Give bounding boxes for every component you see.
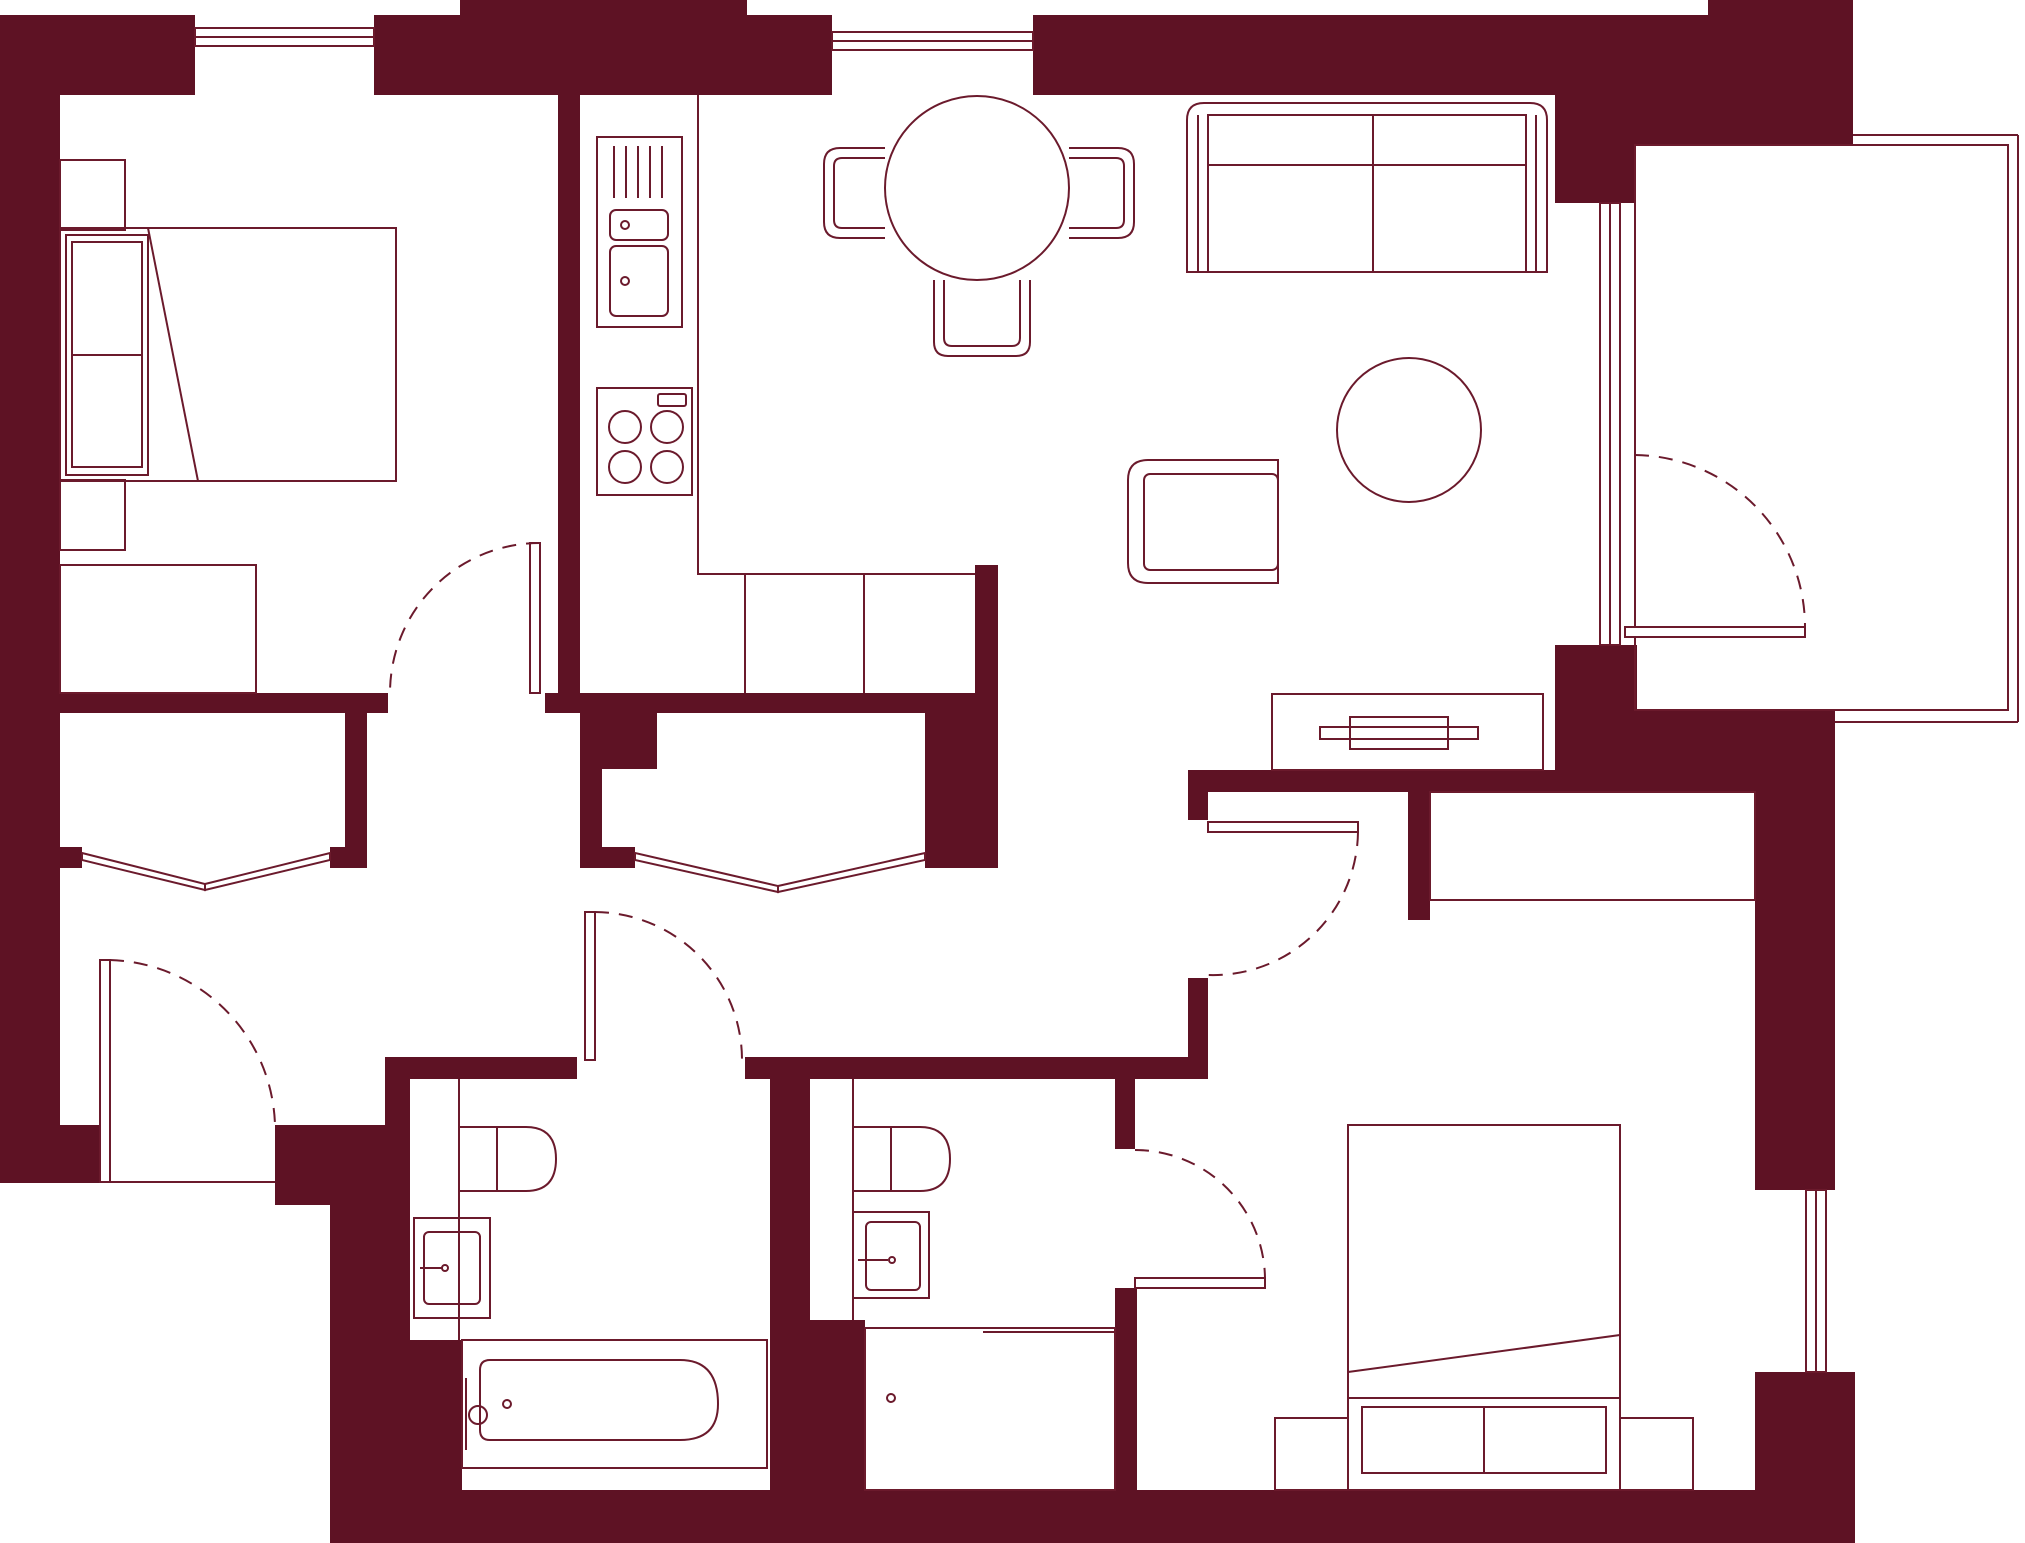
wall-right-upper [1555, 95, 1635, 203]
wardrobe-doors-1 [81, 851, 331, 892]
wall-bath-divider [770, 1057, 810, 1327]
wall-bed2-stub [1408, 792, 1430, 920]
basin-2 [852, 1211, 930, 1299]
door-ensuite [1134, 1149, 1266, 1289]
doors [81, 454, 1806, 1289]
wall-ensuite-stub [1115, 1079, 1135, 1149]
wall-closet1-jamb-l [60, 847, 82, 868]
wall-right-bottom-b [1835, 1372, 1855, 1440]
ensuite-furniture [852, 1079, 1116, 1491]
door-balcony [1624, 454, 1806, 638]
toilet-2 [852, 1126, 952, 1192]
toilet-1 [458, 1126, 558, 1192]
bedside-table-1b [59, 479, 126, 551]
wall-bath-top-drop [1188, 978, 1208, 1078]
wall-bed1-bottom [60, 693, 388, 713]
wall-kitchen-bottom [545, 693, 998, 713]
bathtub [461, 1339, 768, 1469]
window-bedroom2 [1805, 1189, 1827, 1373]
bedside-table-1a [59, 159, 126, 231]
wall-left [0, 15, 60, 1125]
wall-top-cap [460, 0, 747, 20]
kitchen-furniture [596, 95, 975, 693]
wall-right-lower [1755, 710, 1835, 1190]
window-living-side [1599, 202, 1621, 646]
wall-bed2-top-jamb [1188, 770, 1208, 820]
wall-bath-divider-c [770, 1320, 865, 1490]
wall-closet2-left-b [580, 713, 602, 868]
dining-table [823, 95, 1135, 357]
wall-ensuite-right [1115, 1288, 1137, 1490]
balcony [1634, 134, 2019, 723]
window-bedroom1 [194, 27, 375, 47]
door-living [1207, 821, 1359, 977]
wall-top-right-cap [1708, 0, 1853, 20]
coffee-table [1336, 357, 1482, 503]
wall-bath-top [385, 1057, 577, 1079]
wardrobe-doors-2 [634, 851, 926, 894]
armchair [1127, 459, 1279, 584]
wall-bath-under [410, 1340, 462, 1490]
bedside-table-2b [1619, 1417, 1694, 1491]
sofa [1186, 102, 1548, 273]
wall-top-mid [374, 15, 832, 95]
kitchen-sink [596, 136, 683, 328]
desk-1 [59, 564, 257, 694]
wall-left-bottom [0, 1125, 100, 1183]
wardrobe-2 [1429, 791, 1756, 901]
shower [864, 1327, 1116, 1491]
wall-closet1-side [345, 713, 367, 868]
bedside-table-2a [1274, 1417, 1349, 1491]
wall-top-right [1033, 15, 1853, 95]
bedroom1-furniture [59, 159, 397, 694]
wall-right-upper-b [1635, 95, 1853, 145]
wall-closet1-jamb [330, 847, 367, 868]
door-bathroom [584, 911, 743, 1061]
bedroom2-furniture [1274, 791, 1756, 1491]
windows [194, 27, 1827, 1373]
door-entrance [99, 959, 276, 1183]
double-bed-2 [1347, 1124, 1621, 1491]
wall-bed1-kitchen [558, 95, 580, 713]
wall-bath-left [385, 1060, 410, 1340]
living-furniture [823, 95, 1548, 771]
door-bedroom1 [389, 542, 541, 694]
double-bed-1 [59, 227, 397, 482]
tv-unit [1271, 693, 1544, 771]
window-kitchen [831, 31, 1034, 51]
wall-bath-top-r [745, 1057, 1208, 1079]
walls [0, 0, 1855, 1543]
wall-bed2-top [1188, 770, 1758, 792]
hob [596, 387, 693, 496]
wall-closet2-right [925, 713, 998, 868]
bathroom-furniture [413, 1079, 768, 1469]
wall-bottom [330, 1490, 1855, 1543]
wall-closet2-jamb [580, 847, 635, 868]
basin-1 [413, 1217, 491, 1319]
